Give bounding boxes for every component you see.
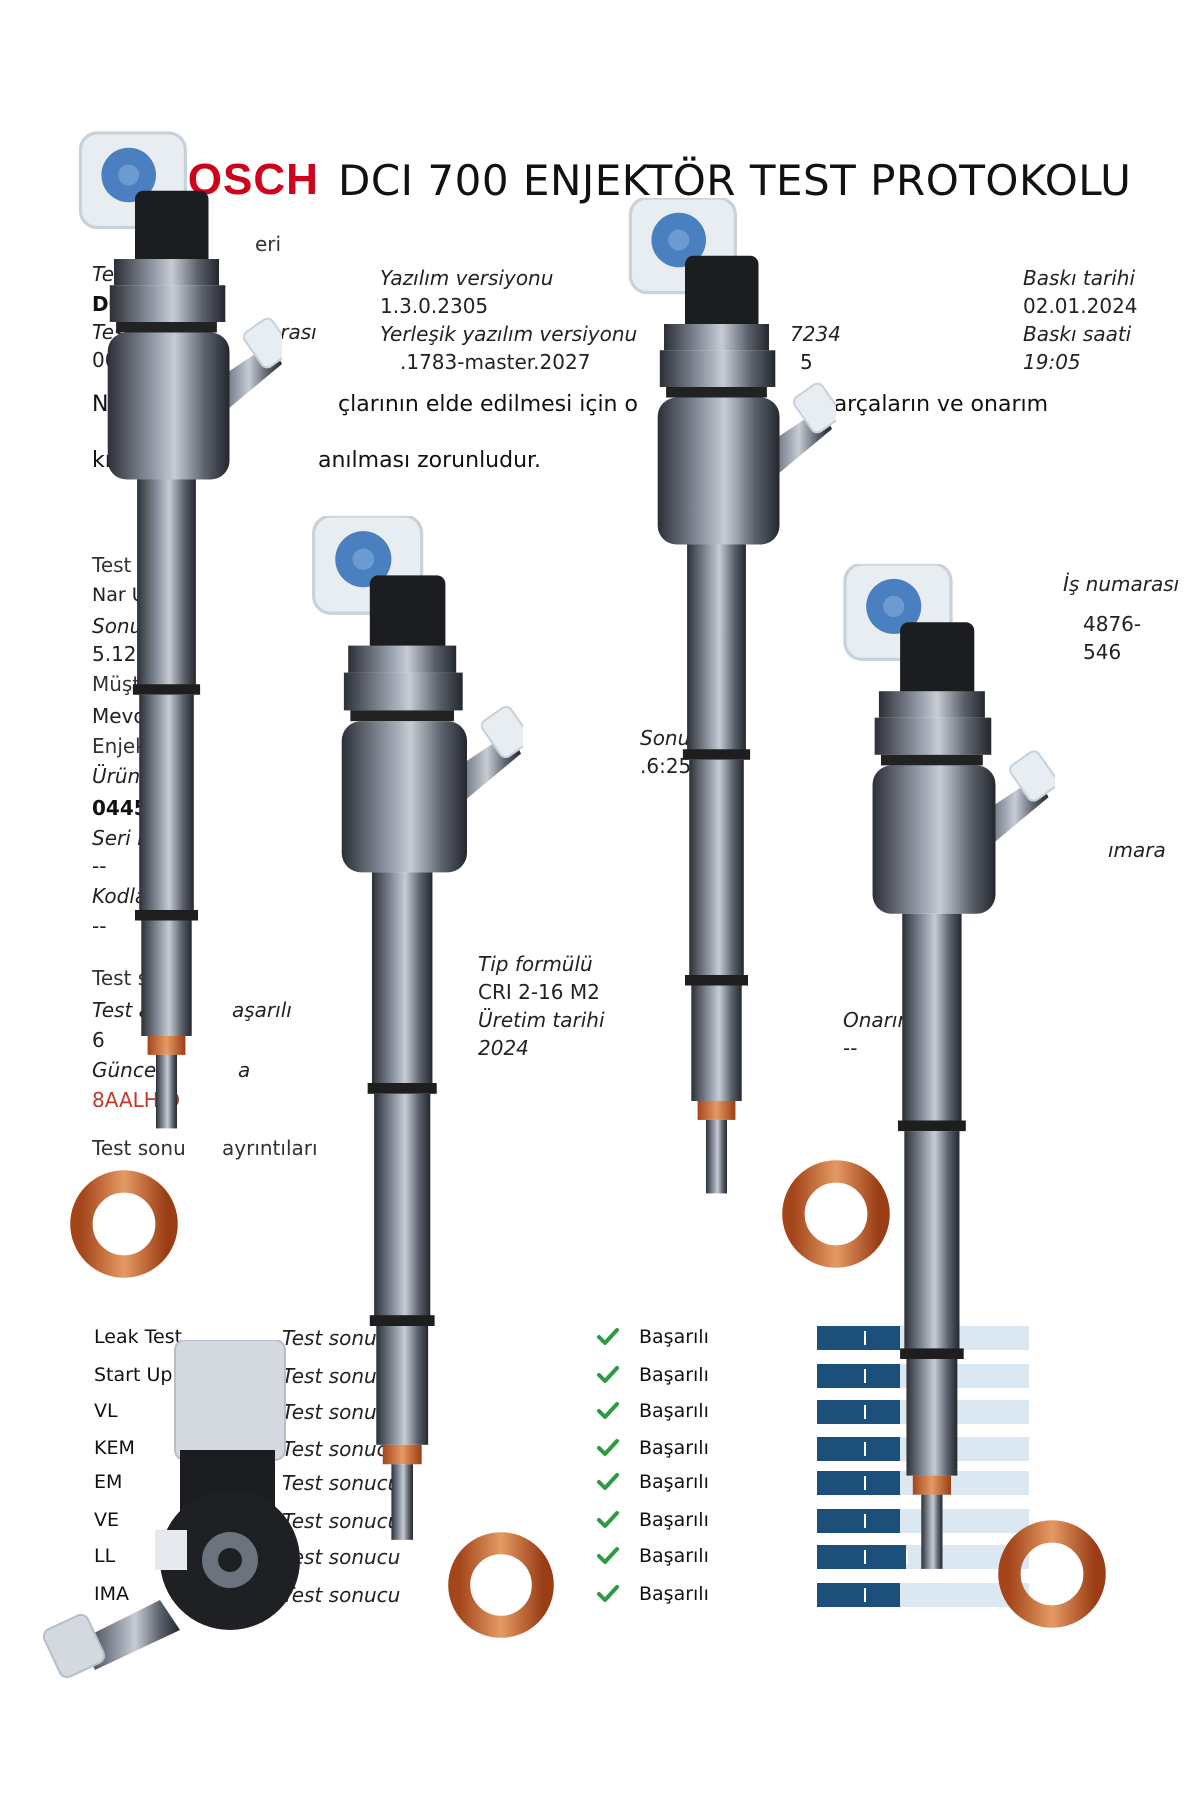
test-name: EM bbox=[94, 1471, 123, 1493]
fuel-injector-icon bbox=[830, 564, 1055, 1624]
firmware-version-label: Yerleşik yazılım versiyonu bbox=[380, 322, 638, 346]
firmware-version-value: .1783-master.2027 bbox=[400, 350, 591, 374]
page-title: DCI 700 ENJEKTÖR TEST PROTOKOLU bbox=[338, 156, 1132, 205]
section-header-fragment: eri bbox=[255, 232, 282, 256]
test-result-label: Test sonucu bbox=[282, 1583, 401, 1607]
progress-tick bbox=[863, 1476, 866, 1490]
progress-fill bbox=[817, 1545, 907, 1569]
print-date-label: Baskı tarihi bbox=[1023, 266, 1136, 290]
status-badge: Başarılı bbox=[639, 1545, 709, 1567]
type-label: Tip formülü bbox=[478, 952, 593, 976]
fuel-injector-icon bbox=[72, 128, 282, 1188]
job-no-value-line1: 4876- bbox=[1083, 612, 1142, 636]
print-date-value: 02.01.2024 bbox=[1023, 294, 1138, 318]
progress-tick bbox=[863, 1550, 866, 1564]
details-label-start: Test sonu bbox=[92, 1136, 186, 1160]
check-icon bbox=[597, 1547, 619, 1564]
job-no-value-line2: 546 bbox=[1083, 640, 1122, 664]
test-name: Start Up bbox=[94, 1364, 173, 1386]
test-result-label: Test sonucu bbox=[282, 1545, 401, 1569]
steps-value: 6 bbox=[92, 1028, 105, 1052]
note-line2-end: anılması zorunludur. bbox=[318, 448, 542, 473]
side-label-fragment: ımara bbox=[1108, 838, 1166, 862]
progress-fill bbox=[817, 1437, 900, 1461]
check-icon bbox=[597, 1439, 619, 1456]
check-icon bbox=[597, 1366, 619, 1383]
progress-tick bbox=[863, 1331, 866, 1345]
status-badge: Başarılı bbox=[639, 1364, 709, 1386]
job-no-label: İş numarası bbox=[1063, 572, 1180, 596]
progress-tick bbox=[863, 1405, 866, 1419]
check-icon bbox=[597, 1585, 619, 1602]
progress-tick bbox=[863, 1369, 866, 1383]
current-label-tail: a bbox=[238, 1058, 251, 1082]
status-badge: Başarılı bbox=[639, 1400, 709, 1422]
status-badge: Başarılı bbox=[639, 1471, 709, 1493]
fuel-injector-icon bbox=[303, 516, 523, 1596]
check-icon bbox=[597, 1473, 619, 1490]
progress-tick bbox=[863, 1514, 866, 1528]
test-name: VL bbox=[94, 1400, 118, 1422]
copper-seal-ring-icon bbox=[446, 1530, 556, 1640]
test-name: Leak Test bbox=[94, 1326, 183, 1348]
software-version-label: Yazılım versiyonu bbox=[380, 266, 554, 290]
copper-seal-ring-icon bbox=[996, 1518, 1108, 1630]
result-mid-value: .6:25 bbox=[640, 754, 692, 778]
progress-tick bbox=[863, 1588, 866, 1602]
status-badge: Başarılı bbox=[639, 1326, 709, 1348]
progress-fill bbox=[817, 1583, 900, 1607]
coding-value: -- bbox=[92, 914, 107, 938]
check-icon bbox=[597, 1511, 619, 1528]
test-name: IMA bbox=[94, 1583, 129, 1605]
production-value: 2024 bbox=[478, 1036, 529, 1060]
note-line1-end: k parçaların ve onarım bbox=[800, 392, 1049, 417]
current-label: Güncel bbox=[92, 1058, 162, 1082]
progress-fill bbox=[817, 1400, 900, 1424]
result-progress-bar bbox=[817, 1509, 1029, 1533]
table-row: LL Test sonucu Başarılı bbox=[92, 1541, 1042, 1575]
repair-value: -- bbox=[843, 1036, 858, 1060]
test-name: KEM bbox=[94, 1437, 135, 1459]
serial-fragment-bottom: 5 bbox=[800, 350, 813, 374]
details-label-end: ayrıntıları bbox=[222, 1136, 318, 1160]
status-badge: Başarılı bbox=[639, 1509, 709, 1531]
copper-seal-ring-icon bbox=[68, 1168, 180, 1280]
note-line1-mid: çlarının elde edilmesi için o bbox=[338, 392, 638, 417]
progress-fill bbox=[817, 1471, 900, 1495]
fuel-injector-icon bbox=[618, 198, 836, 1248]
test-result-label: Test sonucu bbox=[282, 1471, 401, 1495]
progress-tick bbox=[906, 1550, 909, 1564]
result-progress-bar bbox=[817, 1583, 1029, 1607]
print-time-label: Baskı saati bbox=[1023, 322, 1132, 346]
serial-fragment-top: 7234 bbox=[790, 322, 841, 346]
check-icon bbox=[597, 1328, 619, 1345]
print-time-value: 19:05 bbox=[1023, 350, 1081, 374]
serial-no-value: -- bbox=[92, 854, 107, 878]
steps-label-tail: aşarılı bbox=[232, 998, 292, 1022]
progress-fill bbox=[817, 1509, 900, 1533]
software-version-value: 1.3.0.2305 bbox=[380, 294, 489, 318]
test-name: VE bbox=[94, 1509, 120, 1531]
test-result-label: Test sonucu bbox=[282, 1509, 401, 1533]
progress-fill bbox=[817, 1326, 900, 1350]
check-icon bbox=[597, 1402, 619, 1419]
table-row: IMA Test sonucu Başarılı bbox=[92, 1579, 1042, 1613]
table-row: VE Test sonucu Başarılı bbox=[92, 1505, 1042, 1539]
progress-tick bbox=[863, 1442, 866, 1456]
type-value: CRI 2-16 M2 bbox=[478, 980, 600, 1004]
status-badge: Başarılı bbox=[639, 1437, 709, 1459]
test-name: LL bbox=[94, 1545, 116, 1567]
production-label: Üretim tarihi bbox=[478, 1008, 605, 1032]
status-badge: Başarılı bbox=[639, 1583, 709, 1605]
copper-seal-ring-icon bbox=[780, 1158, 892, 1270]
progress-fill bbox=[817, 1364, 900, 1388]
fuel-injector-icon bbox=[42, 1340, 300, 1679]
